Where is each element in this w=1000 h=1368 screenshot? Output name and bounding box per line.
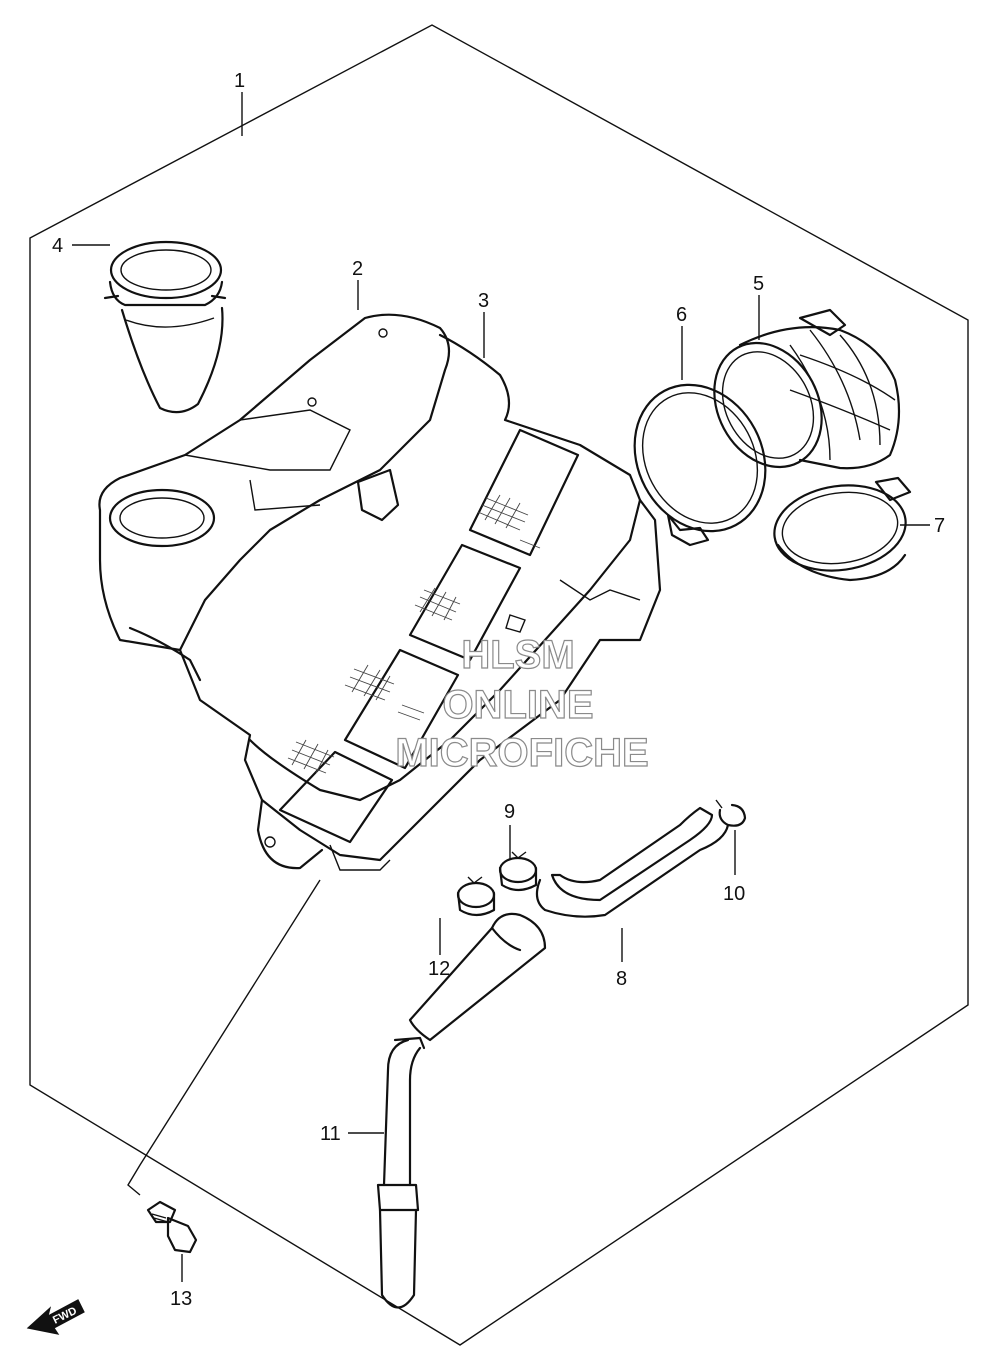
watermark-line-3: MICROFICHE [395, 731, 648, 775]
callout-13: 13 [170, 1288, 192, 1310]
watermark-line-1: HLSM [461, 633, 574, 677]
part-7-outlet-clamp[interactable] [769, 476, 912, 582]
callout-4: 4 [52, 235, 63, 257]
part-12-hose-clip[interactable] [456, 876, 496, 917]
assembly-frame [29, 24, 969, 1346]
callout-9: 9 [504, 801, 515, 823]
callout-10: 10 [723, 883, 745, 905]
callout-3: 3 [478, 290, 489, 312]
part-5-intake-boot[interactable] [693, 308, 901, 486]
part-4-intake-funnel[interactable] [103, 240, 227, 414]
watermark-line-2: ONLINE [442, 683, 593, 727]
callout-11: 11 [320, 1123, 341, 1145]
callout-2: 2 [352, 258, 363, 280]
part-13-bolt[interactable] [146, 1200, 198, 1254]
fwd-label: FWD [51, 1305, 79, 1327]
callout-12: 12 [428, 958, 450, 980]
callout-7: 7 [934, 515, 945, 537]
watermark: HLSM ONLINE MICROFICHE [395, 632, 650, 775]
part-11-drain-hose[interactable] [376, 912, 547, 1309]
callout-1: 1 [234, 70, 245, 92]
part-9-hose-clip[interactable] [498, 851, 538, 892]
callout-5: 5 [753, 273, 764, 295]
leader-lines [72, 92, 930, 1282]
callout-6: 6 [676, 304, 687, 326]
fwd-arrow-icon: FWD [26, 1299, 85, 1335]
callout-labels: 1 2 3 4 5 6 7 8 9 10 11 12 13 [52, 70, 945, 1310]
part-6-clamp-band[interactable] [610, 362, 791, 554]
part-2-airbox-cover[interactable] [98, 313, 451, 682]
callout-8: 8 [616, 968, 627, 990]
part-8-breather-hose[interactable] [535, 806, 730, 918]
part-10-clip[interactable] [715, 799, 747, 827]
part-3-airbox-case[interactable] [178, 333, 662, 871]
